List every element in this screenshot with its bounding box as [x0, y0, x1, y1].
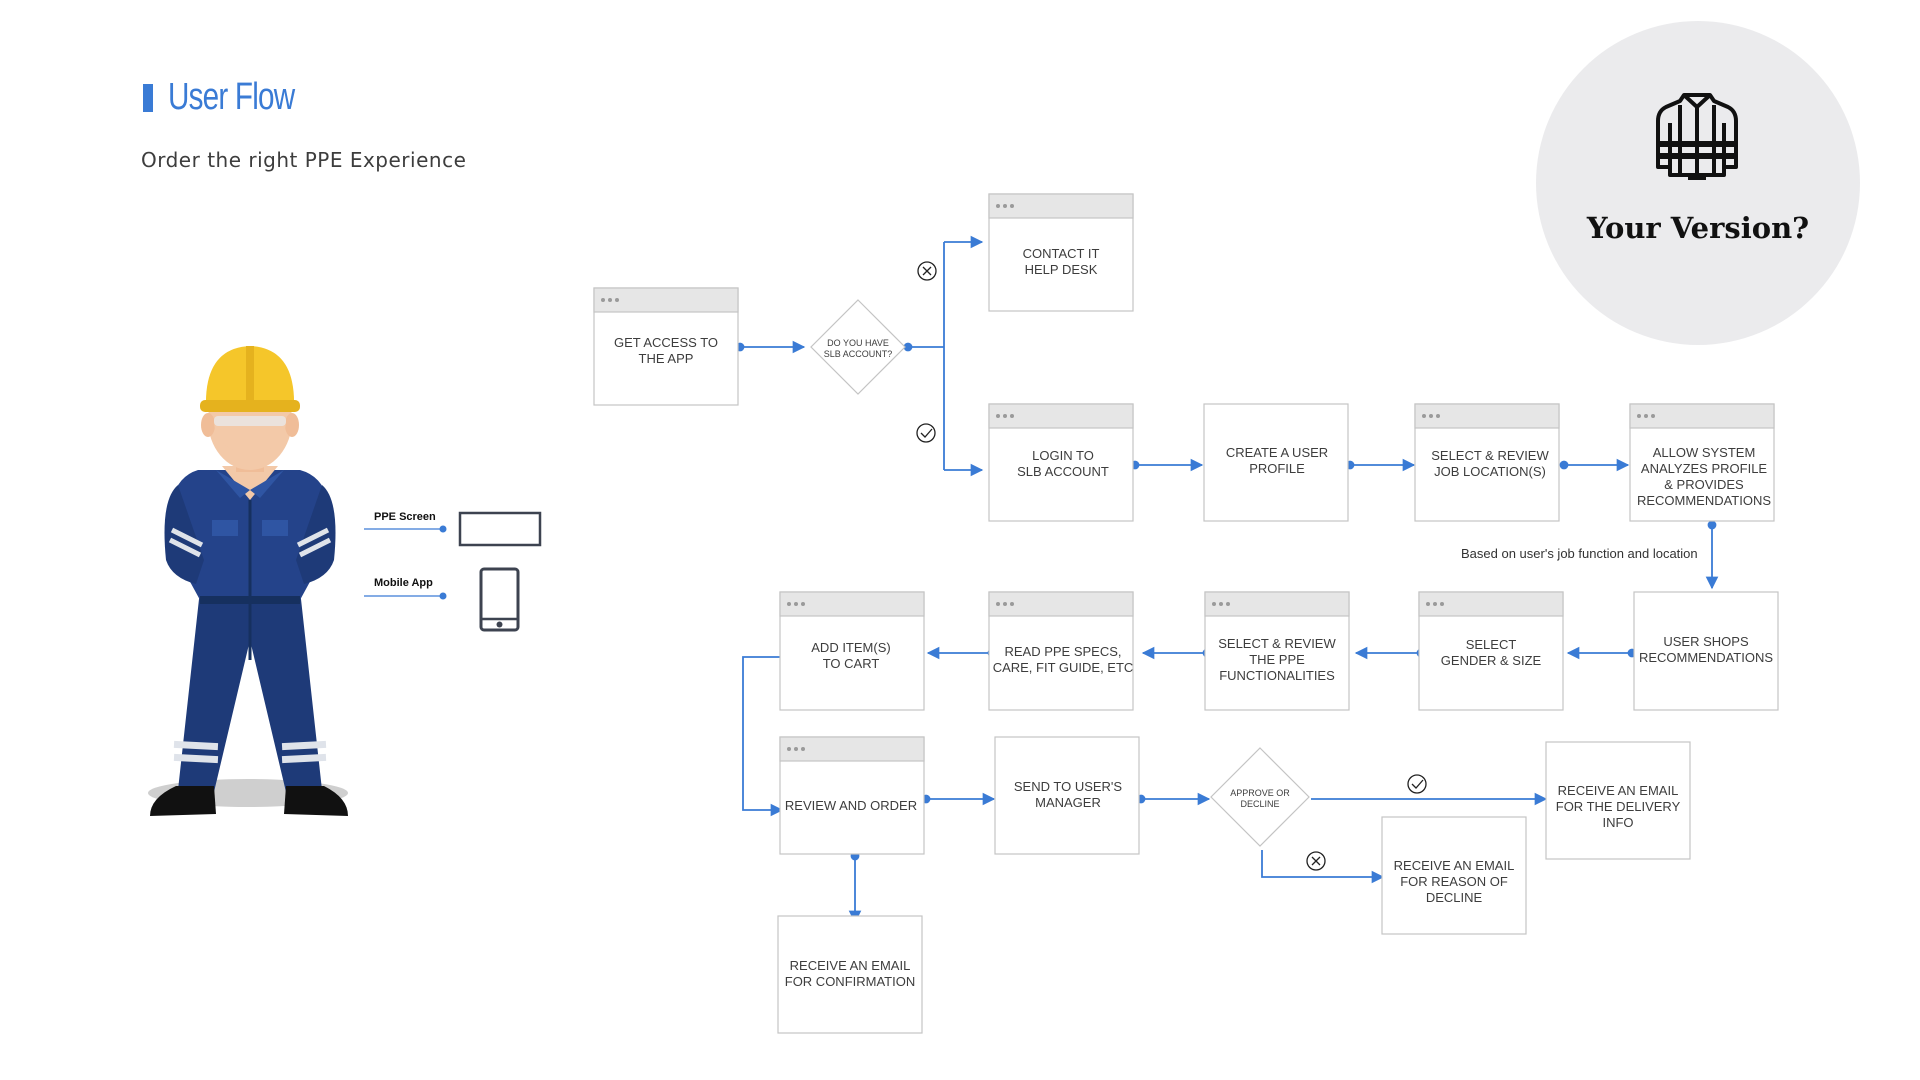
mobile-app-label: Mobile App — [374, 577, 433, 589]
approve-mark-icon — [916, 423, 936, 443]
flow-step-read-specs: READ PPE SPECS,CARE, FIT GUIDE, ETC — [988, 591, 1134, 711]
svg-text:ADD ITEM(S)TO CART: ADD ITEM(S)TO CART — [811, 640, 890, 671]
desktop-screen-icon — [458, 511, 542, 547]
page-subtitle: Order the right PPE Experience — [141, 148, 467, 172]
your-version-text: Your Version? — [1586, 211, 1810, 245]
your-version-badge: Your Version? — [1536, 21, 1860, 345]
worker-illustration — [148, 346, 348, 816]
flow-connectors — [735, 235, 1719, 924]
recommendation-note: Based on user's job function and locatio… — [1461, 546, 1698, 561]
ppe-screen-label: PPE Screen — [374, 511, 436, 523]
approve-mark-icon — [1407, 774, 1427, 794]
jacket-icon — [1654, 89, 1740, 186]
decline-mark-icon — [917, 261, 937, 281]
mobile-app-legend: Mobile App — [364, 567, 520, 632]
title-accent-bar — [143, 84, 153, 112]
flow-step-review-order: REVIEW AND ORDER — [779, 736, 925, 855]
svg-text:REVIEW AND ORDER: REVIEW AND ORDER — [785, 798, 917, 813]
svg-text:READ PPE SPECS,CARE, FIT GUIDE: READ PPE SPECS,CARE, FIT GUIDE, ETC — [993, 644, 1134, 675]
ppe-screen-legend: PPE Screen — [364, 511, 542, 547]
decline-mark-icon — [1306, 851, 1326, 871]
page-title: User Flow — [168, 76, 295, 118]
mobile-phone-icon — [479, 567, 520, 632]
flow-step-add-items: ADD ITEM(S)TO CART — [779, 591, 925, 711]
